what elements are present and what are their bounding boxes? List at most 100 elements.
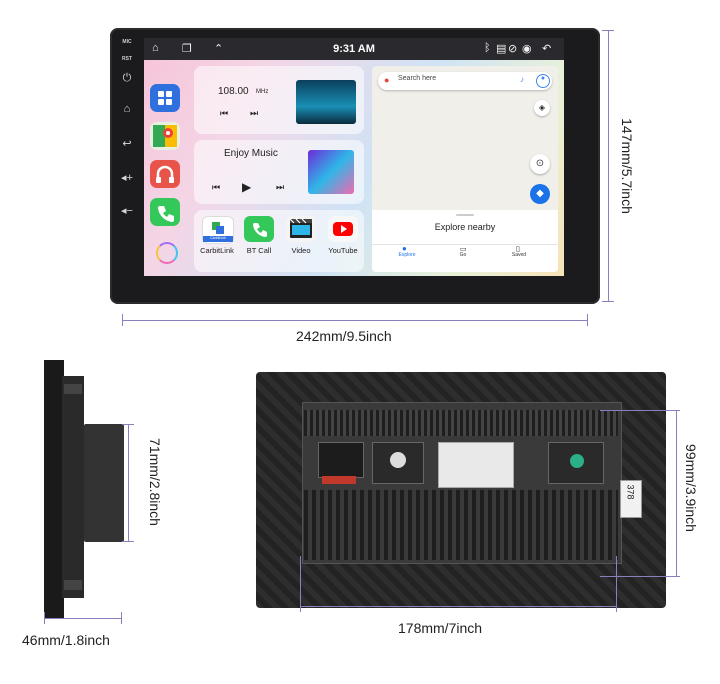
my-location-icon[interactable]: ⊙ — [530, 154, 550, 174]
radio-antenna-icon — [390, 452, 406, 468]
tab-go[interactable]: Go — [459, 252, 467, 258]
home-icon[interactable]: ⌂ — [123, 103, 131, 115]
side-view-body — [62, 376, 84, 598]
explore-title: Explore nearby — [434, 222, 496, 232]
power-icon[interactable]: ⏻ — [122, 72, 132, 84]
carplay-screen: ⌂ ❐ ⌃ 9:31 AM ᛒ ▤ ⊘ ◉ ↶ 108.00 MHz ⏮ ⏭ E… — [144, 38, 564, 276]
carbitlink-badge: CarbitLink — [203, 236, 233, 242]
box-height-dimension-line — [128, 424, 129, 542]
saved-tab-icon[interactable]: ▯ — [516, 246, 520, 253]
next-icon[interactable]: ⏭ — [276, 182, 285, 192]
depth-dimension-label: 46mm/1.8inch — [22, 632, 110, 648]
explore-tab-icon[interactable]: ● — [402, 244, 407, 253]
play-icon[interactable]: ▶ — [242, 180, 252, 194]
windows-icon[interactable]: ❐ — [182, 43, 192, 55]
video-icon[interactable] — [286, 216, 316, 242]
explore-sheet[interactable]: Explore nearby ● ▭ ▯ Explore Go Saved — [372, 210, 558, 272]
next-icon[interactable]: ⏭ — [250, 108, 259, 118]
status-bar: ⌂ ❐ ⌃ 9:31 AM ᛒ ▤ ⊘ ◉ ↶ — [144, 38, 564, 60]
width-dimension-label: 242mm/9.5inch — [296, 328, 392, 344]
music-app-icon[interactable] — [150, 160, 180, 188]
dimension-tick — [600, 576, 680, 577]
reset-label: RST — [122, 56, 132, 62]
top-vent — [304, 410, 618, 436]
dimension-tick — [602, 301, 614, 302]
dimension-tick — [121, 612, 122, 624]
divider — [372, 244, 558, 245]
bluetooth-icon: ᛒ — [484, 42, 491, 54]
previous-icon[interactable]: ⏮ — [220, 108, 229, 118]
directions-icon[interactable]: ◆ — [530, 184, 550, 204]
wire-harness-connector — [438, 442, 514, 488]
app-label: BT Call — [246, 246, 272, 255]
width-dimension-line — [122, 320, 588, 321]
radio-unit: MHz — [256, 89, 269, 95]
gps-connector-icon — [570, 454, 584, 468]
previous-icon[interactable]: ⏮ — [212, 182, 221, 192]
clock: 9:31 AM — [333, 43, 375, 55]
back-sticker: 378 — [620, 480, 642, 518]
app-label: Video — [291, 246, 311, 255]
back-height-dimension-line — [676, 410, 677, 576]
dimension-tick — [602, 30, 614, 31]
dimension-tick — [600, 410, 680, 411]
tab-saved[interactable]: Saved — [511, 252, 527, 258]
dimension-tick — [44, 612, 45, 624]
side-bracket — [64, 384, 82, 394]
radio-artwork — [296, 80, 356, 124]
maps-search-input[interactable]: ● Search here ♪ ● — [378, 72, 552, 90]
music-artwork — [308, 150, 354, 194]
drag-handle[interactable] — [456, 214, 474, 216]
account-icon[interactable]: ● — [536, 74, 550, 88]
iso-connector — [318, 442, 364, 478]
sticker-text: 378 — [625, 484, 636, 500]
dimension-tick — [122, 314, 123, 326]
height-dimension-label: 147mm/5.7inch — [619, 118, 635, 214]
return-icon[interactable]: ↶ — [542, 43, 552, 55]
box-height-dimension-label: 71mm/2.8inch — [147, 438, 163, 526]
chevron-up-icon[interactable]: ⌃ — [214, 43, 224, 55]
microphone-icon[interactable]: ♪ — [520, 75, 524, 84]
heatsink-fins — [304, 490, 618, 560]
cast-icon: ◉ — [522, 43, 532, 55]
signal-icon: ▤ — [496, 43, 507, 55]
mic-label: MIC — [122, 39, 132, 45]
apps-card: CarbitLink CarbitLink BT Call Video YouT… — [194, 210, 364, 272]
carbitlink-icon[interactable]: CarbitLink — [202, 216, 234, 244]
back-height-dimension-label: 99mm/3.9inch — [683, 444, 699, 532]
link-icon: ⊘ — [508, 43, 518, 55]
maps-panel[interactable]: ● Search here ♪ ● ◈ ⊙ ◆ Explore nearby ●… — [372, 66, 558, 272]
dimension-tick — [122, 541, 134, 542]
bt-call-icon[interactable] — [244, 216, 274, 242]
radio-frequency: 108.00 — [218, 86, 249, 97]
map-pin-icon: ● — [384, 75, 390, 85]
volume-up-icon[interactable]: ◂+ — [121, 172, 133, 184]
tab-explore[interactable]: Explore — [398, 252, 416, 258]
app-label: CarbitLink — [200, 246, 234, 255]
maps-icon[interactable] — [150, 122, 180, 150]
phone-app-icon[interactable] — [150, 198, 180, 226]
height-dimension-line — [608, 30, 609, 302]
music-card[interactable]: Enjoy Music ⏮ ▶ ⏭ — [194, 140, 364, 204]
volume-down-icon[interactable]: ◂− — [121, 205, 133, 217]
side-bracket — [64, 580, 82, 590]
dimension-tick — [587, 314, 588, 326]
search-placeholder: Search here — [398, 75, 437, 82]
youtube-icon[interactable] — [328, 216, 358, 242]
dimension-tick — [616, 556, 617, 612]
layers-icon[interactable]: ◈ — [534, 100, 550, 116]
dimension-tick — [122, 424, 134, 425]
back-width-dimension-line — [300, 606, 616, 607]
go-tab-icon[interactable]: ▭ — [460, 246, 467, 253]
depth-dimension-line — [44, 618, 122, 619]
app-grid-icon[interactable] — [150, 84, 180, 112]
siri-icon[interactable] — [156, 242, 178, 264]
home-icon[interactable]: ⌂ — [152, 42, 159, 54]
side-view-box — [84, 424, 124, 542]
app-label: YouTube — [328, 246, 358, 255]
dimension-tick — [300, 556, 301, 612]
side-view-panel — [44, 360, 64, 618]
fuse — [322, 476, 356, 484]
radio-card[interactable]: 108.00 MHz ⏮ ⏭ — [194, 66, 364, 134]
back-icon[interactable]: ↩ — [122, 138, 132, 150]
